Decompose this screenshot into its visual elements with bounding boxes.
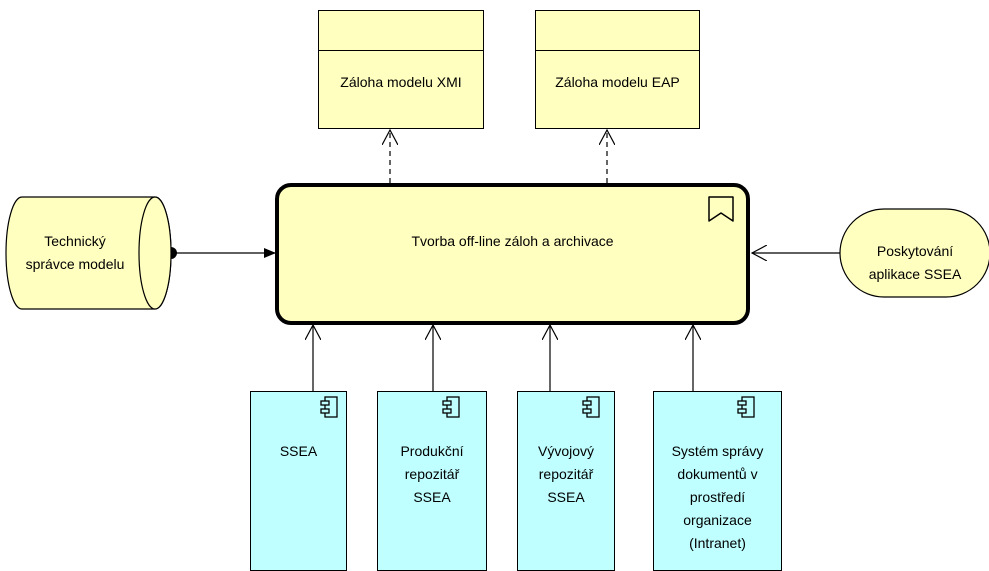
service-label: Poskytování aplikace SSEA xyxy=(868,243,962,282)
process-label: Tvorba off-line záloh a archivace xyxy=(411,233,614,249)
process-icon xyxy=(708,196,734,222)
component-vyvojovy-repozitar: Vývojový repozitář SSEA xyxy=(517,391,615,571)
service-shape xyxy=(839,208,989,298)
data-object-xmi: Záloha modelu XMI xyxy=(318,10,484,129)
data-object-eap: Záloha modelu EAP xyxy=(535,10,700,129)
data-object-header xyxy=(319,11,483,51)
component-label: Systém správy dokumentů v prostředí orga… xyxy=(671,443,764,551)
component-icon xyxy=(582,396,600,418)
data-object-label: Záloha modelu EAP xyxy=(555,74,680,90)
component-produkcni-repozitar: Produkční repozitář SSEA xyxy=(377,391,487,571)
component-intranet: Systém správy dokumentů v prostředí orga… xyxy=(653,391,782,571)
data-object-label: Záloha modelu XMI xyxy=(340,74,462,90)
component-label: Produkční repozitář SSEA xyxy=(400,443,464,505)
data-object-header xyxy=(536,11,699,51)
component-icon xyxy=(737,396,755,418)
actor-cylinder xyxy=(5,196,172,310)
component-icon xyxy=(320,396,338,418)
process-shape xyxy=(275,183,750,325)
component-ssea: SSEA xyxy=(250,391,347,571)
component-label: Vývojový repozitář SSEA xyxy=(537,443,595,505)
actor-label: Technický správce modelu xyxy=(25,233,125,272)
component-label: SSEA xyxy=(279,443,318,459)
component-icon xyxy=(442,396,460,418)
